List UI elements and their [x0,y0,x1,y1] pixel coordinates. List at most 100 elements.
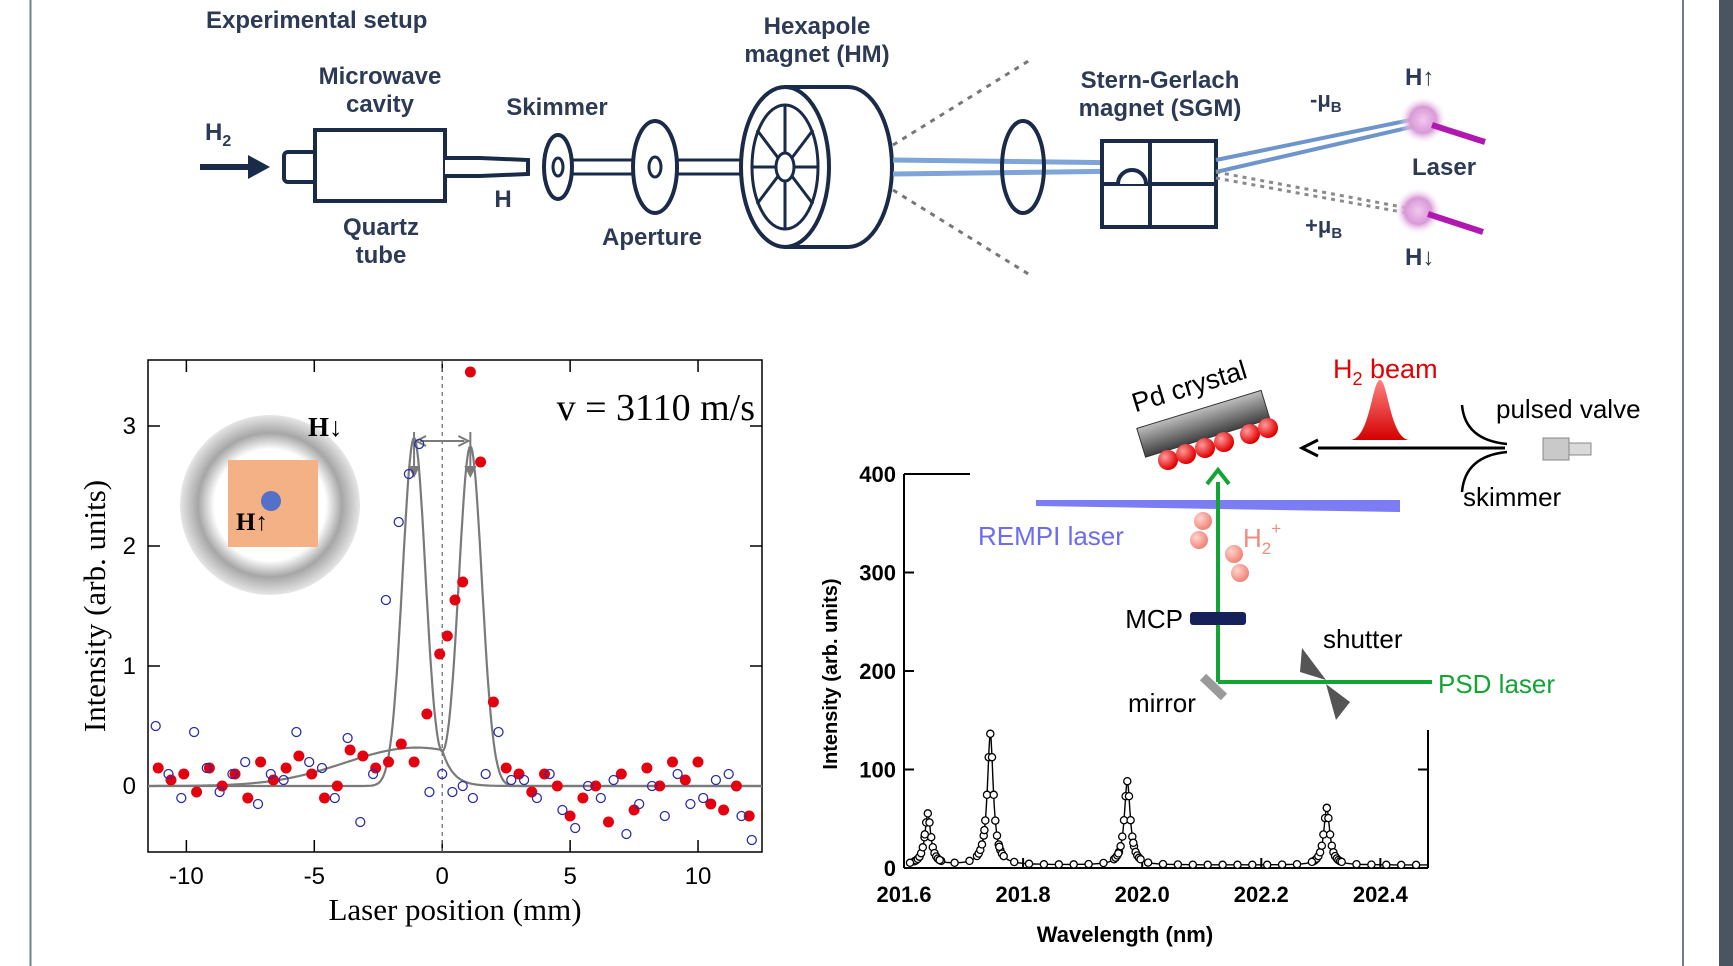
chart2-data-point [1024,859,1034,869]
chart1-point-open [437,768,448,780]
chart1-point-open [304,756,315,768]
chart1-point-open [595,792,606,804]
chart2-x-tick-label: 202.2 [1234,882,1289,907]
aperture-label: Aperture [602,224,702,251]
chart1-point-filled [357,750,369,762]
laser-beams [1427,122,1486,235]
spin-up-beam [1215,116,1421,174]
chart2-data-point [950,858,959,868]
inset-dot [261,491,281,511]
chart1-point-filled [692,756,704,768]
h2-beam-label: H2 beam [1333,354,1438,389]
chart2-data-point [1069,860,1078,869]
frame-dark-edge [1719,0,1733,966]
wavelength-spectrum-chart: Wavelength (nm) Intensity (arb. units) 0… [820,462,1429,947]
chart2-data-point [1126,815,1135,825]
inset-h-up-label: H↑ [236,509,268,536]
chart1-separation-arrow-right [457,435,471,447]
chart1-point-open [746,834,757,846]
h-atom-label: H [494,186,511,213]
chart2-data-point [1124,791,1134,801]
chart1-point-open [240,756,251,768]
chart1-point-filled [449,594,461,606]
flow-tube [445,156,530,178]
chart1-y-tick-label: 2 [123,533,136,560]
sgm-label-1: Stern-Gerlach [1081,67,1240,94]
chart1-point-open [467,792,479,804]
chart1-point-open [278,774,289,786]
plus-mu-b-label: +μB [1305,213,1342,242]
chart2-data-point [995,842,1004,852]
pd-crystal [1136,389,1271,458]
chart1-point-filled [165,774,177,786]
laser-spot-up [1399,96,1447,144]
chart1-point-open [621,828,632,840]
chart1-point-filled [408,756,420,768]
chart1-point-filled [344,744,356,756]
sgm-aperture [1000,119,1046,215]
chart1-point-filled [293,750,305,762]
chart1-point-open [380,594,392,606]
chart1-point-filled [319,792,330,804]
h2-inlet-arrowhead [248,155,270,179]
experimental-setup-diagram: Experimental setup H2 Microwave cavity Q… [200,7,1486,277]
chart1-x-tick-label: 10 [685,863,712,890]
chart1-point-open [659,810,670,822]
psd-laser-arrowhead [1205,466,1231,486]
aperture-hole [647,155,663,179]
chart2-y-tick-label: 100 [859,758,896,783]
chart1-point-open [188,726,200,738]
laser-position-chart: Laser position (mm) Intensity (arb. unit… [77,359,763,927]
shutter-blade-top [1300,648,1326,680]
chart2-x-tick-label: 202.0 [1115,882,1170,907]
hexapole-bore [774,151,796,183]
chart1-point-filled [679,774,691,786]
psd-laser-label: PSD laser [1438,669,1555,699]
microwave-cavity-label-1: Microwave [319,63,442,90]
chart1-point-filled [475,456,487,468]
chart1-point-filled [464,366,476,378]
chart1-point-filled [539,768,550,780]
chart2-data-point [1307,857,1317,867]
microwave-cavity-label-2: cavity [346,91,415,118]
surface-scattering-apparatus: Pd crystal H2 beam pulsed valve skimmer … [978,354,1641,720]
chart1-point-filled [730,780,742,792]
shutter-label: shutter [1323,624,1403,654]
h2-beam-arrowhead [1298,438,1319,458]
chart1-point-open [447,786,458,798]
skimmer-label: Skimmer [506,94,607,121]
sgm-label-2: magnet (SGM) [1079,95,1242,122]
chart1-point-open [355,816,366,828]
chart1-point-filled [457,576,469,588]
chart1-point-open [723,768,734,780]
chart2-data-point [1009,857,1019,867]
chart2-data-point [981,816,990,825]
chart1-point-open [201,762,212,774]
chart2-data-point [923,809,933,818]
chart1-x-tick-label: 0 [436,863,449,890]
chart2-x-tick-label: 201.8 [996,882,1051,907]
chart2-data-point [1262,860,1272,870]
chart1-point-open [403,468,415,480]
chart1-point-filled [280,762,292,774]
chart2-data-point [920,830,930,839]
chart1-beam-profile-inset: H↓ H↑ [180,412,360,595]
chart2-data-point [1084,859,1093,869]
chart2-x-tick-label: 202.4 [1353,882,1409,907]
chart1-point-filled [370,762,382,774]
chart1-point-filled [705,798,717,810]
chart2-data-point [1248,860,1257,870]
chart1-point-open [457,780,468,792]
chart2-data-point [1337,857,1346,867]
chart1-point-filled [191,786,203,798]
chart2-data-point [1325,830,1335,839]
chart1-point-open [557,804,568,816]
chart2-data-point [977,840,987,849]
chart2-data-point [1396,860,1406,870]
chart1-point-open [367,768,379,780]
focused-beam [892,157,1136,177]
chart1-point-open [544,768,555,780]
chart1-point-filled [434,648,446,660]
